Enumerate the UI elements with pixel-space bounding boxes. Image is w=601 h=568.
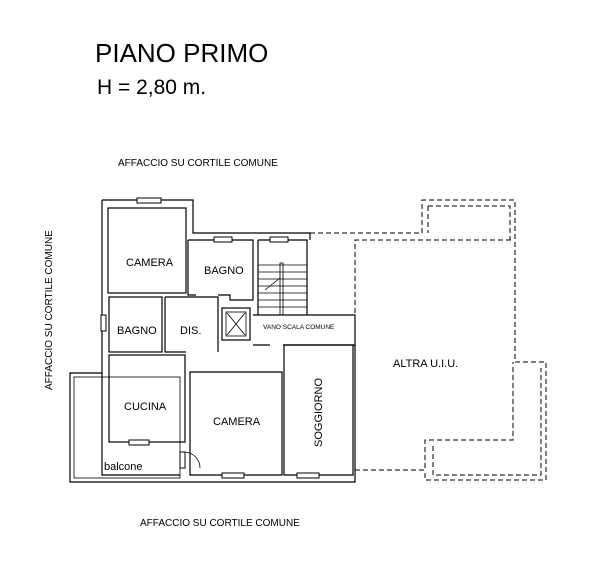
room-camera-bottom: CAMERA: [213, 416, 261, 428]
room-soggiorno: SOGGIORNO: [313, 377, 325, 447]
height-label: H = 2,80 m.: [97, 76, 206, 99]
room-dis: DIS.: [180, 325, 201, 337]
walls: [69, 197, 356, 483]
room-balcone: balcone: [104, 461, 143, 473]
orientation-bottom: AFFACCIO SU CORTILE COMUNE: [140, 518, 300, 529]
room-bagno-top: BAGNO: [204, 265, 244, 277]
room-altra-uiu: ALTRA U.I.U.: [393, 358, 458, 370]
orientation-left: AFFACCIO SU CORTILE COMUNE: [44, 230, 55, 390]
room-camera-top: CAMERA: [126, 257, 174, 269]
plan-title: PIANO PRIMO: [95, 38, 268, 68]
orientation-top: AFFACCIO SU CORTILE COMUNE: [118, 158, 278, 169]
room-cucina: CUCINA: [124, 401, 167, 413]
room-bagno-left: BAGNO: [117, 325, 157, 337]
room-vano-scala: VANO SCALA COMUNE: [263, 324, 335, 331]
other-unit-dashed-outline: [310, 199, 547, 481]
